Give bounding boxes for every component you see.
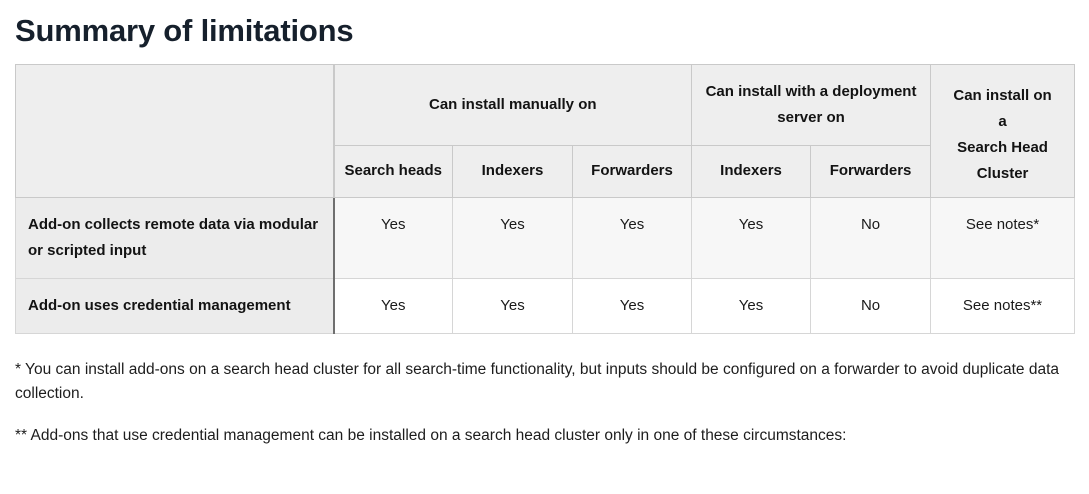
table-header-row-groups: Can install manually on Can install with… — [15, 64, 1076, 198]
header-group-manual: Can install manually on — [332, 64, 693, 146]
cell-r0-search-head-cluster: See notes* — [930, 197, 1076, 279]
row-label-modular-input: Add-on collects remote data via modular … — [15, 197, 335, 279]
header-sub-forwarders-manual: Forwarders — [571, 144, 693, 199]
cell-r0-indexers-manual: Yes — [452, 197, 573, 279]
row-label-credential-management: Add-on uses credential management — [15, 278, 335, 334]
cell-r1-indexers-manual: Yes — [452, 278, 573, 334]
header-sub-indexers-manual: Indexers — [452, 144, 573, 199]
header-corner-cell — [15, 64, 335, 198]
header-sub-search-heads: Search heads — [333, 144, 453, 199]
header-group-deployment-server: Can install with a deployment server on — [691, 64, 932, 146]
limitations-table: Can install manually on Can install with… — [15, 64, 1076, 334]
header-sub-indexers-ds: Indexers — [691, 144, 812, 199]
shc-header-line3: Search Head — [957, 139, 1048, 156]
header-sub-forwarders-ds: Forwarders — [810, 144, 932, 199]
cell-r0-search-heads: Yes — [333, 197, 453, 279]
cell-r1-search-head-cluster: See notes** — [930, 278, 1076, 334]
table-row: Add-on uses credential management Yes Ye… — [15, 278, 1076, 334]
shc-header-line2: a — [998, 113, 1007, 130]
cell-r1-search-heads: Yes — [333, 278, 453, 334]
shc-header-line1: Can install on — [953, 87, 1052, 104]
footnote-single-asterisk: * You can install add-ons on a search he… — [15, 361, 1060, 402]
footnotes: * You can install add-ons on a search he… — [15, 358, 1074, 448]
page-title: Summary of limitations — [15, 13, 354, 48]
table-header: Can install manually on Can install with… — [15, 64, 1076, 199]
cell-r1-forwarders-ds: No — [810, 278, 932, 334]
cell-r1-forwarders-manual: Yes — [571, 278, 693, 334]
cell-r0-indexers-ds: Yes — [691, 197, 812, 279]
cell-r1-indexers-ds: Yes — [691, 278, 812, 334]
table-row: Add-on collects remote data via modular … — [15, 197, 1076, 279]
table-header-row-sub: Search heads Indexers Forwarders Indexer… — [16, 144, 1075, 199]
cell-r0-forwarders-manual: Yes — [571, 197, 693, 279]
cell-r0-forwarders-ds: No — [810, 197, 932, 279]
table-body: Add-on collects remote data via modular … — [15, 197, 1076, 334]
shc-header-line4: Cluster — [976, 165, 1029, 182]
footnote-double-asterisk: ** Add-ons that use credential managemen… — [15, 427, 847, 444]
